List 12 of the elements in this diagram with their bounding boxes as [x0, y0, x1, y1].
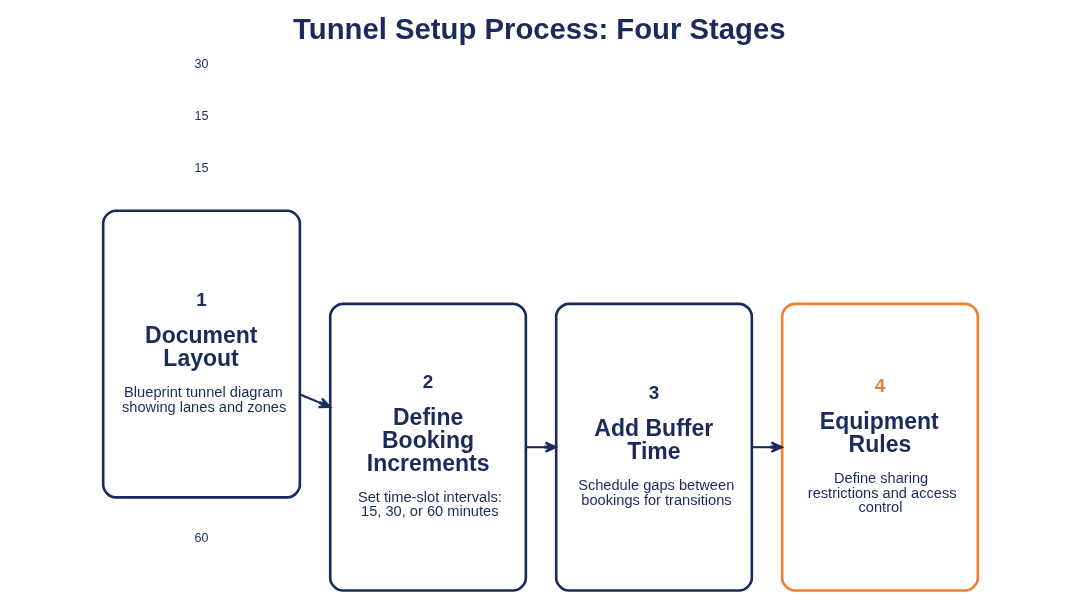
- label: 30: [194, 56, 209, 71]
- node-box: 2 Define Booking Increments Set time-slot intervals: 15, 30, or 60 minutes: [328, 302, 527, 592]
- node-box: 1 Document Layout Blueprint tunnel diagram showing lanes and zones: [101, 209, 301, 499]
- label: 60: [194, 531, 209, 546]
- label: 15: [194, 108, 209, 123]
- diagram-title: Tunnel Setup Process: Four Stages: [292, 12, 786, 46]
- arrow: [525, 441, 557, 453]
- arrow: [751, 441, 783, 453]
- arrow: [299, 393, 331, 409]
- label: 15: [194, 161, 209, 176]
- node-box: 3 Add Buffer Time Schedule gaps between bookings for transitions: [554, 302, 753, 592]
- node-box: 4 Equipment Rules Define sharing restrictions and access control: [780, 302, 979, 592]
